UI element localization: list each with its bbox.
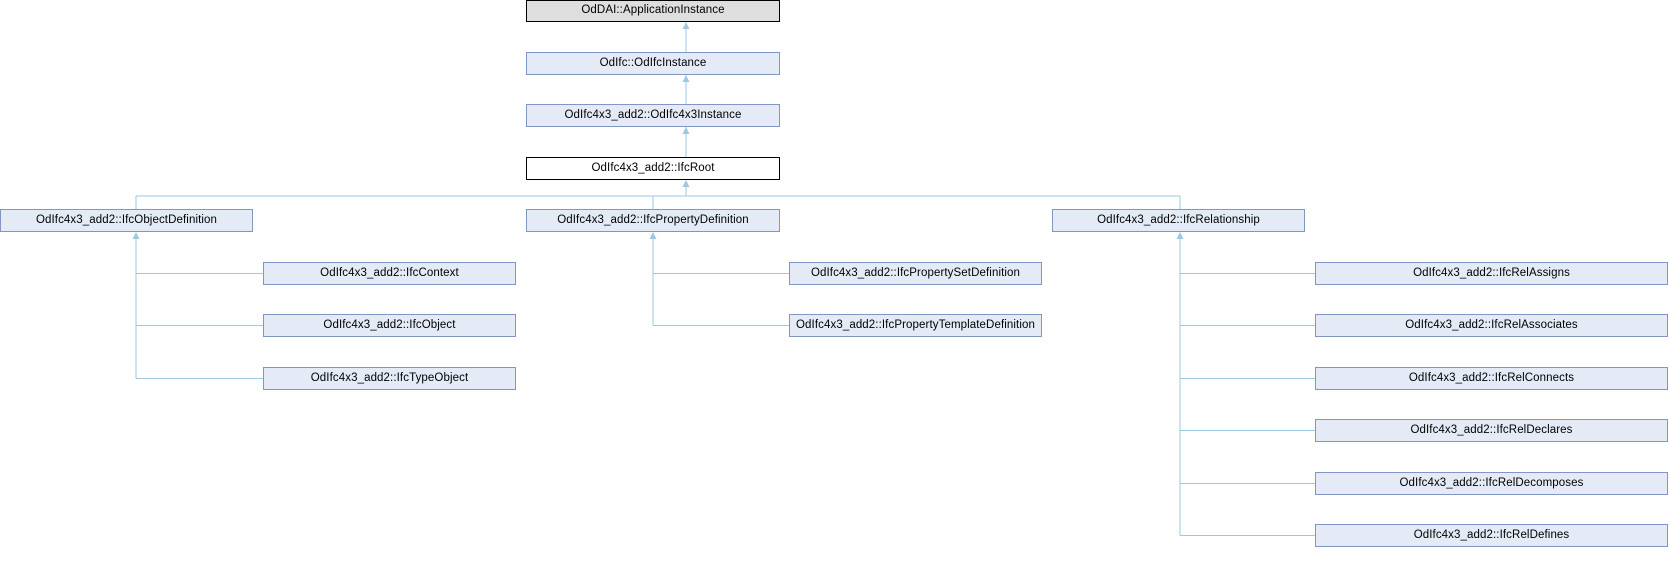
class-node-odifcinstance[interactable]: OdIfc::OdIfcInstance — [526, 52, 780, 75]
inheritance-arrowhead — [132, 232, 140, 239]
class-node-label: OdIfc4x3_add2::IfcTypeObject — [310, 371, 469, 384]
class-node-ifcreldecomposes[interactable]: OdIfc4x3_add2::IfcRelDecomposes — [1315, 472, 1668, 495]
class-node-label: OdIfc4x3_add2::IfcPropertySetDefinition — [810, 266, 1021, 279]
class-node-label: OdIfc4x3_add2::IfcObject — [323, 318, 456, 331]
class-node-ifcpropertydefinition[interactable]: OdIfc4x3_add2::IfcPropertyDefinition — [526, 209, 780, 232]
class-node-label: OdIfc4x3_add2::IfcPropertyTemplateDefini… — [796, 318, 1035, 331]
inheritance-arrowhead — [682, 180, 690, 187]
inheritance-arrowhead — [649, 232, 657, 239]
class-node-label: OdIfc4x3_add2::IfcRelDefines — [1413, 528, 1570, 541]
inheritance-arrowhead — [682, 75, 690, 82]
class-node-label: OdIfc4x3_add2::IfcContext — [320, 266, 459, 279]
class-node-ifcreldeclares[interactable]: OdIfc4x3_add2::IfcRelDeclares — [1315, 419, 1668, 442]
class-node-label: OdIfc4x3_add2::IfcRelAssigns — [1413, 266, 1570, 279]
class-node-ifcpropertytemplatedefinition[interactable]: OdIfc4x3_add2::IfcPropertyTemplateDefini… — [789, 314, 1042, 337]
class-node-ifcroot[interactable]: OdIfc4x3_add2::IfcRoot — [526, 157, 780, 180]
class-node-label: OdIfc4x3_add2::IfcRelDeclares — [1410, 423, 1573, 436]
class-node-label: OdIfc4x3_add2::IfcRelDecomposes — [1399, 476, 1584, 489]
class-node-label: OdIfc4x3_add2::IfcObjectDefinition — [35, 213, 218, 226]
class-node-label: OdIfc4x3_add2::IfcRoot — [591, 161, 715, 174]
class-node-ifcrelassigns[interactable]: OdIfc4x3_add2::IfcRelAssigns — [1315, 262, 1668, 285]
class-node-ifcobject[interactable]: OdIfc4x3_add2::IfcObject — [263, 314, 516, 337]
inheritance-arrowhead — [682, 22, 690, 29]
class-node-label: OdIfc4x3_add2::IfcPropertyDefinition — [557, 213, 749, 226]
class-node-label: OdIfc4x3_add2::IfcRelAssociates — [1405, 318, 1578, 331]
class-node-ifctypeobject[interactable]: OdIfc4x3_add2::IfcTypeObject — [263, 367, 516, 390]
class-node-ifcobjectdefinition[interactable]: OdIfc4x3_add2::IfcObjectDefinition — [0, 209, 253, 232]
class-node-odifc4x3instance[interactable]: OdIfc4x3_add2::OdIfc4x3Instance — [526, 104, 780, 127]
class-node-label: OdIfc::OdIfcInstance — [599, 56, 707, 69]
class-node-ifcrelassociates[interactable]: OdIfc4x3_add2::IfcRelAssociates — [1315, 314, 1668, 337]
class-node-ifcreldefines[interactable]: OdIfc4x3_add2::IfcRelDefines — [1315, 524, 1668, 547]
inheritance-arrowhead — [1176, 232, 1184, 239]
class-node-applicationinstance[interactable]: OdDAI::ApplicationInstance — [526, 0, 780, 22]
class-node-label: OdDAI::ApplicationInstance — [581, 4, 725, 17]
inheritance-arrowhead — [682, 127, 690, 134]
class-node-ifcpropertysetdefinition[interactable]: OdIfc4x3_add2::IfcPropertySetDefinition — [789, 262, 1042, 285]
class-node-ifcrelationship[interactable]: OdIfc4x3_add2::IfcRelationship — [1052, 209, 1305, 232]
class-node-label: OdIfc4x3_add2::IfcRelationship — [1097, 213, 1260, 226]
class-node-label: OdIfc4x3_add2::OdIfc4x3Instance — [564, 108, 742, 121]
class-node-label: OdIfc4x3_add2::IfcRelConnects — [1408, 371, 1575, 384]
class-node-ifccontext[interactable]: OdIfc4x3_add2::IfcContext — [263, 262, 516, 285]
class-node-ifcrelconnects[interactable]: OdIfc4x3_add2::IfcRelConnects — [1315, 367, 1668, 390]
